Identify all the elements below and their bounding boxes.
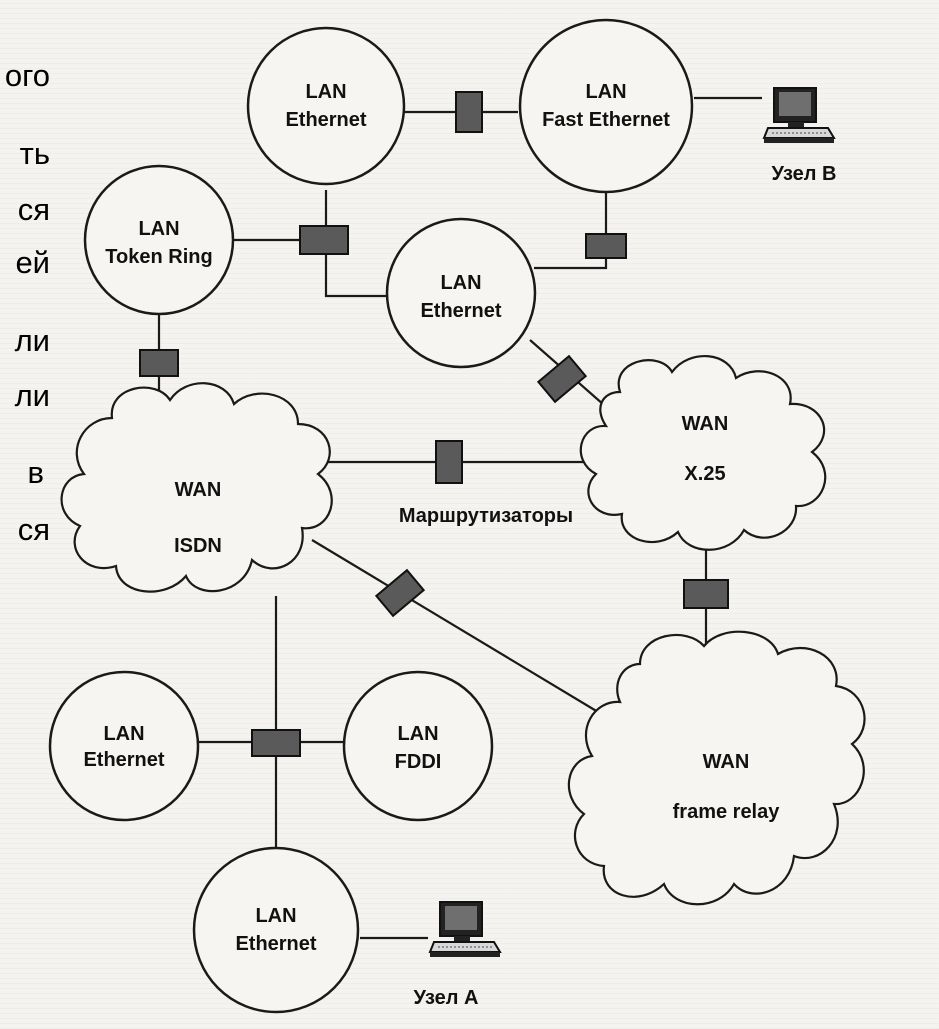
- lan-fast-ethernet-label-1: LAN: [585, 81, 626, 103]
- wan-x25-cloud: [579, 355, 827, 551]
- lan-token-ring-label-1: LAN: [138, 218, 179, 240]
- lan-token-ring: [83, 164, 235, 316]
- lan-ethernet-bottom: [192, 846, 360, 1014]
- left-text-fragment-5: ли: [14, 323, 50, 358]
- router-icon: [585, 233, 627, 259]
- lan-ethernet-left-label-2: Ethernet: [83, 749, 164, 771]
- wan-isdn-cloud: [60, 382, 333, 593]
- wan-isdn-label-1: WAN: [175, 479, 222, 501]
- lan-fast-ethernet: [518, 18, 694, 194]
- lan-fast-ethernet-label-2: Fast Ethernet: [542, 109, 670, 131]
- left-text-fragment-3: ся: [17, 192, 50, 227]
- lan-ethernet-mid: [385, 217, 537, 369]
- lan-fddi-label-1: LAN: [397, 723, 438, 745]
- router-icon: [299, 225, 349, 255]
- wan-frame-relay-label-2: frame relay: [673, 801, 781, 823]
- lan-token-ring-label-2: Token Ring: [105, 246, 212, 268]
- lan-ethernet-top-label-1: LAN: [305, 81, 346, 103]
- left-text-fragment-2: ть: [19, 136, 50, 171]
- router-icon: [374, 568, 426, 618]
- node-a-label: Узел А: [414, 987, 479, 1009]
- router-icon: [139, 349, 179, 377]
- lan-fddi: [342, 670, 494, 822]
- node-b-label: Узел В: [772, 163, 837, 185]
- lan-ethernet-mid-label-2: Ethernet: [420, 300, 501, 322]
- lan-fddi-label-2: FDDI: [395, 751, 442, 773]
- router-icon: [435, 440, 463, 484]
- wan-x25-label-2: X.25: [684, 463, 725, 485]
- router-icon: [251, 729, 301, 757]
- lan-ethernet-left-label-1: LAN: [103, 723, 144, 745]
- computer-icon: [763, 87, 835, 144]
- lan-ethernet-mid-label-1: LAN: [440, 272, 481, 294]
- router-icon: [536, 354, 588, 404]
- lan-ethernet-left: [48, 670, 200, 822]
- wan-frame-relay-label-1: WAN: [703, 751, 750, 773]
- left-text-fragment-4: ей: [15, 245, 50, 280]
- lan-ethernet-bottom-label-2: Ethernet: [235, 933, 316, 955]
- router-icon: [683, 579, 729, 609]
- wan-isdn-label-2: ISDN: [174, 535, 222, 557]
- lan-ethernet-top: [246, 26, 406, 186]
- lan-ethernet-top-label-2: Ethernet: [285, 109, 366, 131]
- left-text-fragment-1: ого: [4, 58, 50, 93]
- left-text-fragment-7: в: [27, 455, 44, 490]
- computer-icon: [429, 901, 501, 958]
- left-text-fragment-8: ся: [17, 512, 50, 547]
- left-text-fragment-6: ли: [14, 378, 50, 413]
- wan-x25-label-1: WAN: [682, 413, 729, 435]
- routers-label: Маршрутизаторы: [399, 505, 573, 527]
- wan-frame-relay-cloud: [567, 630, 866, 906]
- router-icon: [455, 91, 483, 133]
- lan-ethernet-bottom-label-1: LAN: [255, 905, 296, 927]
